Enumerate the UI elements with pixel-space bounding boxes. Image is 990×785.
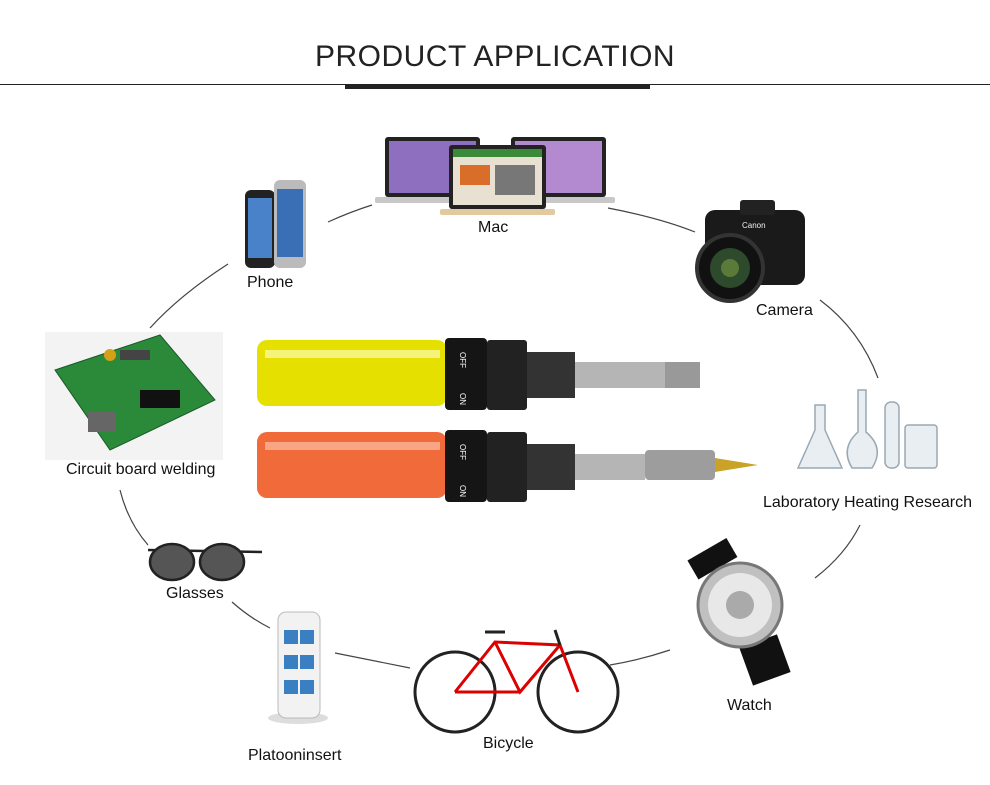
circuit-board-image (45, 332, 223, 460)
label-bicycle: Bicycle (483, 735, 534, 752)
label-phone: Phone (247, 274, 294, 291)
camera-image: Canon (695, 200, 805, 303)
label-mac: Mac (478, 219, 509, 236)
watch-image (687, 537, 791, 686)
bicycle-image (413, 629, 620, 734)
lab-glassware-image (796, 389, 938, 469)
label-glasses: Glasses (166, 585, 224, 602)
page-title: PRODUCT APPLICATION (314, 40, 676, 73)
label-watch: Watch (727, 697, 772, 714)
label-platooninsert: Platooninsert (248, 747, 342, 764)
label-laboratory-heating-research: Laboratory Heating Research (763, 494, 973, 511)
glasses-image (147, 542, 263, 582)
camera-brand: Canon (742, 221, 766, 230)
red-switch-on: ON (458, 485, 467, 497)
red-torch-image: OFF ON (257, 430, 758, 502)
yellow-torch-image: OFF ON (257, 338, 700, 410)
laptop-image (375, 137, 615, 215)
phone-image (245, 180, 306, 268)
yellow-switch-off: OFF (458, 352, 467, 368)
red-switch-off: OFF (458, 444, 467, 460)
title-underline (345, 84, 650, 89)
yellow-switch-on: ON (458, 393, 467, 405)
label-camera: Camera (756, 302, 813, 319)
power-tower-image (268, 611, 328, 724)
connector-lines (119, 204, 879, 669)
label-circuit-board-welding: Circuit board welding (66, 461, 216, 478)
